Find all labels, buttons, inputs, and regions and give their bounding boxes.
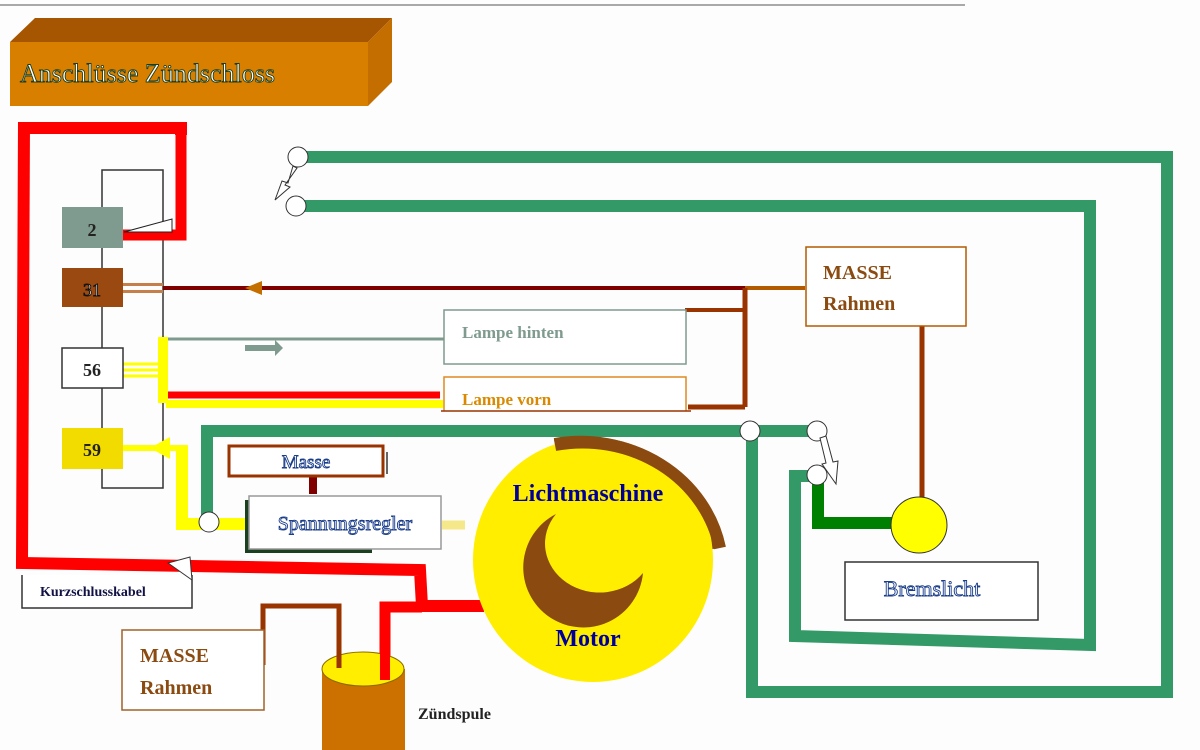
masse-rahmen-right[interactable]: MASSE Rahmen <box>805 246 967 327</box>
terminal-2-block <box>62 207 123 248</box>
masse-rahmen-right-box <box>805 246 967 327</box>
terminal-2-label: 2 <box>88 220 97 240</box>
generator-outer-arc-top <box>553 436 726 550</box>
terminal-59[interactable]: 59 <box>62 428 123 469</box>
page-title: Anschlüsse Zündschloss <box>20 59 275 88</box>
terminal-56-label: 56 <box>83 360 101 380</box>
switch-top-arrow-icon <box>274 165 298 201</box>
terminal-56[interactable]: 56 <box>61 347 124 389</box>
title-box: Anschlüsse Zündschloss <box>10 18 392 106</box>
green-wire-regulator <box>201 425 818 520</box>
zuendspule[interactable]: Zündspule <box>321 610 491 750</box>
masse-rahmen-right-line2: Rahmen <box>823 293 895 315</box>
yellow-wire-59 <box>176 445 250 530</box>
bremslicht-box <box>844 561 1039 621</box>
wire-31-stub-2 <box>120 290 163 293</box>
generator-crescent <box>523 514 643 628</box>
lampe-hinten-box <box>443 309 687 365</box>
lampe-hinten[interactable]: Lampe hinten <box>443 309 687 365</box>
spannungsregler-box <box>248 495 442 550</box>
masse-rahmen-right-line1: MASSE <box>823 262 892 284</box>
switch-brake-arrow-icon <box>819 435 839 486</box>
lichtmaschine-motor[interactable]: Lichtmaschine Motor <box>473 435 726 682</box>
bremslicht[interactable]: Bremslicht <box>844 496 1039 621</box>
red-wire-terminal-2 <box>123 135 187 241</box>
spannungsregler[interactable]: Spannungsregler <box>245 495 442 553</box>
spannungsregler-label: Spannungsregler <box>278 513 413 535</box>
arrow-right-lampe-hinten <box>245 340 283 356</box>
red-wires <box>15 121 484 680</box>
bremslicht-label: Bremslicht <box>884 576 981 601</box>
masse-small[interactable]: Masse <box>227 444 388 478</box>
ignition-switch-frame <box>101 169 164 489</box>
zuendspule-top <box>321 651 405 687</box>
masse-rahmen-left-box <box>121 629 265 711</box>
yellow-wires <box>123 337 465 530</box>
switch-top[interactable] <box>274 146 309 217</box>
terminal-31-block <box>62 268 123 307</box>
terminal-59-block <box>62 428 123 469</box>
kurzschlusskabel[interactable]: Kurzschlusskabel <box>21 556 193 609</box>
dark-green-wire-brakelight <box>812 480 892 529</box>
arrow-left-31 <box>245 281 262 295</box>
zuendspule-label: Zündspule <box>418 706 491 723</box>
brown-wire-coil-ground <box>260 603 342 667</box>
masse-rahmen-left-line1: MASSE <box>140 645 209 667</box>
masse-rahmen-left[interactable]: MASSE Rahmen <box>121 629 265 711</box>
green-wire-inner <box>296 200 1096 652</box>
switch-top-contact-2 <box>285 195 307 217</box>
masse-rahmen-left-line2: Rahmen <box>140 677 212 699</box>
terminal-31-label: 31 <box>83 280 101 300</box>
masse-small-box <box>227 444 385 478</box>
lichtmaschine-label: Lichtmaschine <box>513 481 664 507</box>
wire-31-stub-1 <box>120 283 163 286</box>
title-box-side <box>368 18 392 106</box>
terminal-59-label: 59 <box>83 440 101 460</box>
terminal-31[interactable]: 31 <box>62 268 123 307</box>
masse-small-label: Masse <box>282 452 331 473</box>
switch-brake-contact-1 <box>806 420 828 442</box>
kurzschlusskabel-arrow-icon <box>166 556 193 582</box>
red-wire-top <box>24 122 187 135</box>
lampe-hinten-label: Lampe hinten <box>462 323 564 342</box>
generator-disk <box>473 438 713 682</box>
title-box-front <box>10 42 368 106</box>
switch-brake[interactable] <box>739 420 839 486</box>
terminal-56-block <box>61 347 124 389</box>
lampe-vorn[interactable]: Lampe vorn <box>441 376 691 412</box>
switch-top-contact-1 <box>287 146 309 168</box>
arrow-left-59 <box>150 437 170 459</box>
kurzschlusskabel-box <box>21 575 193 609</box>
arrow-indicator-2 <box>123 218 173 233</box>
terminal-2[interactable]: 2 <box>62 207 123 248</box>
lampe-vorn-label: Lampe vorn <box>462 390 552 409</box>
switch-brake-contact-2 <box>806 464 828 486</box>
yellow-bus-56 <box>158 337 168 403</box>
motor-label: Motor <box>555 626 621 652</box>
red-wire-short-circuit <box>15 121 484 612</box>
junction-regulator <box>198 511 220 533</box>
lampe-vorn-box <box>443 376 687 411</box>
bremslicht-bulb-icon <box>890 496 948 554</box>
kurzschlusskabel-label: Kurzschlusskabel <box>40 585 146 600</box>
junction-circle <box>739 420 761 442</box>
title-box-top <box>10 18 392 42</box>
